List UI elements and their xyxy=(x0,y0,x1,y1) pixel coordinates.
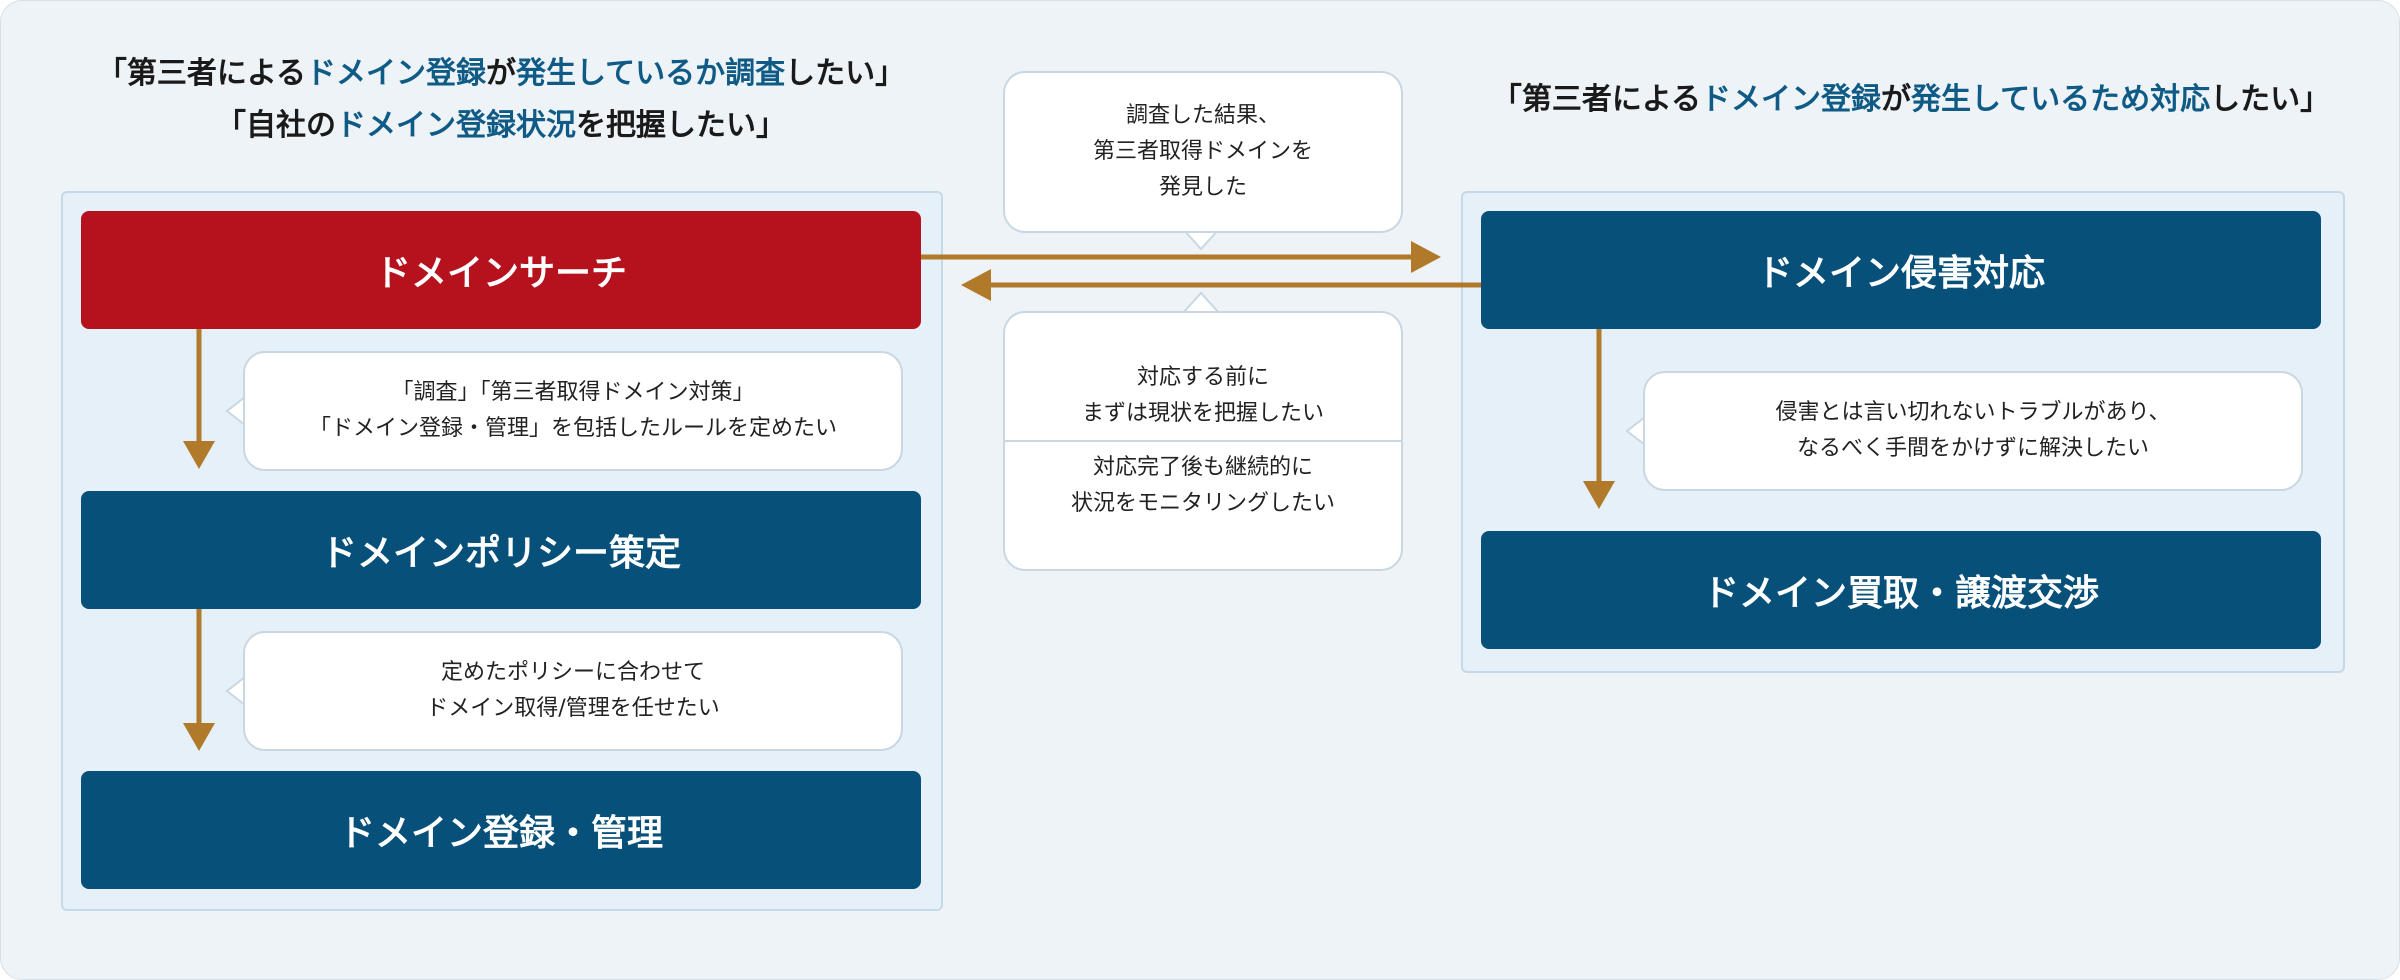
domain-registration-box[interactable]: ドメイン登録・管理 xyxy=(81,771,921,889)
domain-purchase-label: ドメイン買取・譲渡交渉 xyxy=(1702,573,2099,614)
bubble-tail-before-response xyxy=(1180,291,1222,314)
domain-infringement-box[interactable]: ドメイン侵害対応 xyxy=(1481,211,2321,329)
arrow-search-to-policy xyxy=(183,441,215,469)
domain-registration-label: ドメイン登録・管理 xyxy=(338,813,663,854)
arrow-search-to-infringement xyxy=(1411,241,1441,273)
arrow-infringement-to-search xyxy=(961,269,991,301)
left-heading-line2: 「自社のドメイン登録状況を把握したい」 xyxy=(216,108,786,143)
bubble-infringement-to-purchase: 侵害とは言い切れないトラブルがあり、 なるべく手間をかけずに解決したい xyxy=(1643,371,2303,491)
right-heading: 「第三者によるドメイン登録が発生しているため対応したい」 xyxy=(1491,82,2331,117)
domain-infringement-label: ドメイン侵害対応 xyxy=(1756,253,2045,294)
bubble-policy-to-registration: 定めたポリシーに合わせて ドメイン取得/管理を任せたい xyxy=(243,631,903,751)
arrow-infringement-to-purchase xyxy=(1583,481,1615,509)
domain-policy-box[interactable]: ドメインポリシー策定 xyxy=(81,491,921,609)
domain-search-box[interactable]: ドメインサーチ xyxy=(81,211,921,329)
bubble-divider xyxy=(1005,440,1401,442)
bubble-search-to-policy: 「調査」「第三者取得ドメイン対策」 「ドメイン登録・管理」を包括したルールを定め… xyxy=(243,351,903,471)
bubble-search-result: 調査した結果、 第三者取得ドメインを 発見した xyxy=(1003,71,1403,233)
left-heading-line1: 「第三者によるドメイン登録が発生しているか調査したい」 xyxy=(96,56,906,91)
domain-policy-label: ドメインポリシー策定 xyxy=(320,533,681,574)
domain-search-label: ドメインサーチ xyxy=(374,253,627,294)
domain-purchase-box[interactable]: ドメイン買取・譲渡交渉 xyxy=(1481,531,2321,649)
bubble-response-notes: 対応する前に まずは現状を把握したい 対応完了後も継続的に 状況をモニタリングし… xyxy=(1003,311,1403,571)
arrow-policy-to-registration xyxy=(183,723,215,751)
